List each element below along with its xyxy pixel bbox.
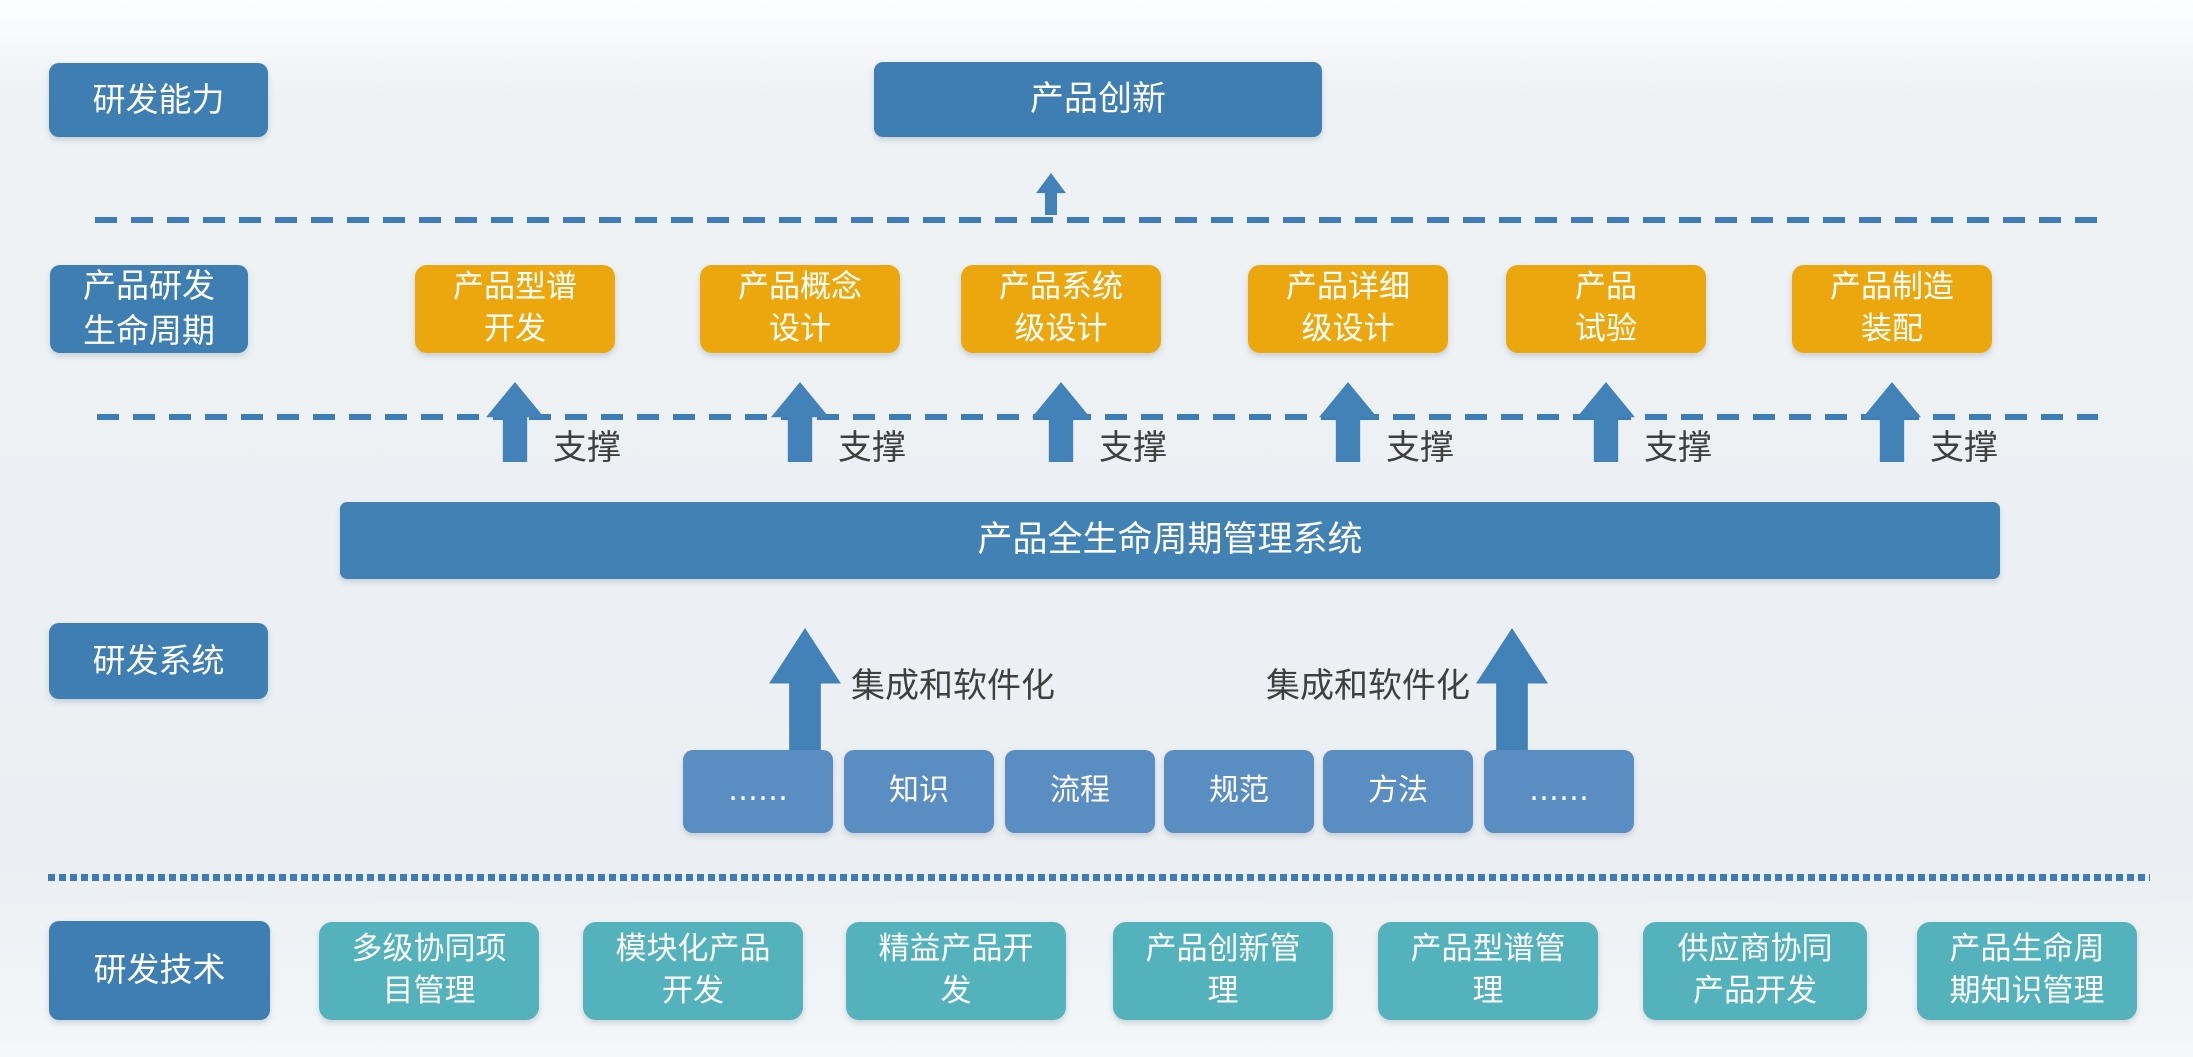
- product-innovation-box: 产品创新: [874, 62, 1322, 137]
- support-arrow-icon: [1577, 382, 1635, 462]
- tech-box-lifecycle-knowledge-mgmt: 产品生命周 期知识管理: [1917, 922, 2137, 1020]
- stage-box-manufacture-assembly: 产品制造 装配: [1792, 265, 1992, 353]
- side-label-rd-system: 研发系统: [49, 623, 268, 699]
- divider-dashed-middle: [97, 414, 2098, 420]
- support-label: 支撑: [1099, 428, 1167, 468]
- side-label-rd-technology: 研发技术: [49, 921, 270, 1020]
- support-label: 支撑: [838, 428, 906, 468]
- plm-system-bar: 产品全生命周期管理系统: [340, 502, 2000, 579]
- support-label: 支撑: [553, 428, 621, 468]
- divider-dashed-top: [95, 217, 2105, 223]
- support-arrow-icon: [1863, 382, 1921, 462]
- element-box-method: 方法: [1323, 750, 1473, 833]
- integration-label: 集成和软件化: [1266, 666, 1470, 706]
- side-label-rd-capability: 研发能力: [49, 63, 268, 137]
- element-box-process: 流程: [1005, 750, 1155, 833]
- element-box-knowledge: 知识: [844, 750, 994, 833]
- innovation-up-arrow-icon: [1036, 173, 1066, 215]
- support-arrow-icon: [1032, 382, 1090, 462]
- support-label: 支撑: [1930, 428, 1998, 468]
- support-label: 支撑: [1644, 428, 1712, 468]
- integration-arrow-icon: [769, 628, 841, 760]
- side-label-product-lifecycle: 产品研发 生命周期: [50, 265, 248, 353]
- element-box-standard: 规范: [1164, 750, 1314, 833]
- integration-arrow-icon: [1476, 628, 1548, 760]
- stage-box-detail-design: 产品详细 级设计: [1248, 265, 1448, 353]
- tech-box-lean-product-dev: 精益产品开 发: [846, 922, 1066, 1020]
- support-arrow-icon: [1319, 382, 1377, 462]
- element-box-ellipsis: ……: [1484, 750, 1634, 833]
- tech-box-spectrum-mgmt: 产品型谱管 理: [1378, 922, 1598, 1020]
- tech-box-modular-product-dev: 模块化产品 开发: [583, 922, 803, 1020]
- tech-box-multilevel-project-mgmt: 多级协同项 目管理: [319, 922, 539, 1020]
- support-arrow-icon: [486, 382, 544, 462]
- tech-box-supplier-collab-dev: 供应商协同 产品开发: [1643, 922, 1867, 1020]
- stage-box-spectrum-dev: 产品型谱 开发: [415, 265, 615, 353]
- support-arrow-icon: [771, 382, 829, 462]
- tech-box-innovation-mgmt: 产品创新管 理: [1113, 922, 1333, 1020]
- stage-box-product-test: 产品 试验: [1506, 265, 1706, 353]
- support-label: 支撑: [1386, 428, 1454, 468]
- integration-label: 集成和软件化: [851, 666, 1055, 706]
- stage-box-concept-design: 产品概念 设计: [700, 265, 900, 353]
- divider-dotted-bottom: [48, 874, 2150, 881]
- stage-box-system-design: 产品系统 级设计: [961, 265, 1161, 353]
- element-box-ellipsis: ……: [683, 750, 833, 833]
